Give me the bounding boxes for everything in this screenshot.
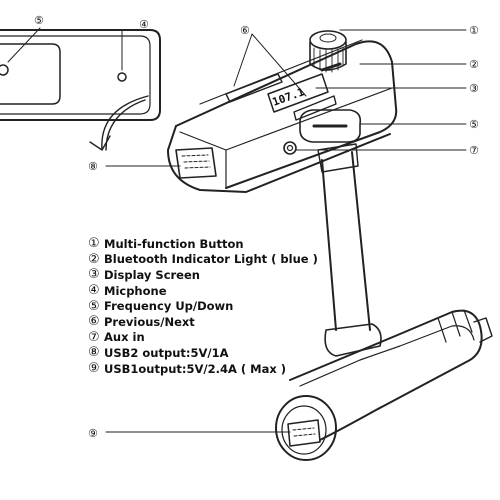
bluetooth-indicator-light: [320, 62, 342, 72]
marker-3: ③: [469, 82, 479, 95]
inset-detail: [0, 29, 161, 151]
legend-item: ⑥ Previous/Next: [88, 314, 318, 330]
inset-button-icon: [0, 64, 9, 76]
legend-number: ⑤: [88, 298, 100, 314]
marker-7: ⑦: [469, 144, 479, 157]
legend-label: Micphone: [104, 283, 167, 298]
legend-item: ① Multi-function Button: [88, 236, 318, 252]
legend-item: ② Bluetooth Indicator Light ( blue ): [88, 252, 318, 268]
marker-9: ⑨: [88, 427, 98, 440]
display-screen: [267, 73, 329, 113]
multi-function-knob: [309, 30, 347, 73]
legend-number: ①: [88, 236, 100, 252]
inset-microphone-icon: [117, 72, 127, 82]
legend-number: ③: [88, 267, 100, 283]
marker-5-inset: ⑤: [34, 14, 44, 27]
legend-number: ⑥: [88, 314, 100, 330]
legend-number: ⑨: [88, 361, 100, 377]
marker-6: ⑥: [240, 24, 250, 37]
legend-label: Frequency Up/Down: [104, 299, 234, 314]
legend-number: ⑦: [88, 329, 100, 345]
marker-2: ②: [469, 58, 479, 71]
callout-arrow-icon: [89, 95, 149, 151]
legend-item: ⑤ Frequency Up/Down: [88, 298, 318, 314]
legend-item: ④ Micphone: [88, 283, 318, 299]
marker-1: ①: [469, 24, 479, 37]
device-head: [167, 30, 398, 193]
legend-item: ⑧ USB2 output:5V/1A: [88, 345, 318, 361]
frequency-rocker: [299, 109, 362, 143]
legend-label: USB1output:5V/2.4A ( Max ): [104, 361, 287, 376]
legend-label: Multi-function Button: [104, 236, 244, 251]
legend-number: ②: [88, 251, 100, 267]
legend-number: ④: [88, 283, 100, 299]
previous-next-button: [225, 73, 283, 103]
lighter-plug: [275, 309, 493, 461]
legend-label: Aux in: [104, 330, 145, 345]
usb1-port: [287, 419, 321, 447]
legend: ① Multi-function Button ② Bluetooth Indica…: [88, 236, 318, 376]
marker-4: ④: [139, 18, 149, 31]
legend-label: Display Screen: [104, 267, 200, 282]
legend-label: Previous/Next: [104, 314, 195, 329]
legend-item: ⑨ USB1output:5V/2.4A ( Max ): [88, 361, 318, 377]
legend-item: ③ Display Screen: [88, 267, 318, 283]
usb2-port: [175, 147, 217, 179]
legend-number: ⑧: [88, 345, 100, 361]
marker-5: ⑤: [469, 118, 479, 131]
legend-label: Bluetooth Indicator Light ( blue ): [104, 252, 318, 267]
marker-8: ⑧: [88, 160, 98, 173]
legend-item: ⑦ Aux in: [88, 330, 318, 346]
gooseneck-stem: [317, 143, 371, 331]
aux-in-port: [283, 141, 297, 155]
legend-label: USB2 output:5V/1A: [104, 345, 229, 360]
display-frequency: 107.1: [271, 85, 307, 109]
leader-lines: [7, 27, 467, 433]
